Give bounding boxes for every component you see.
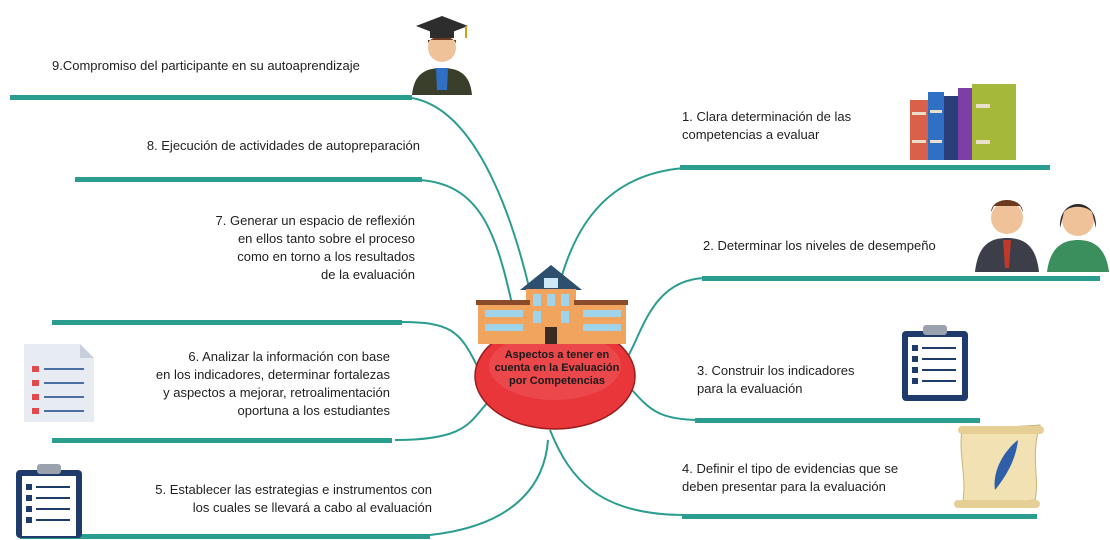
bar-6 — [52, 438, 392, 443]
item-5-line-2: los cuales se llevará a cabo al evaluaci… — [192, 500, 432, 515]
item-3-line-2: para la evaluación — [697, 381, 803, 396]
clipboard-checklist-icon-2 — [16, 464, 82, 538]
item-4-line-1: 4. Definir el tipo de evidencias que se — [682, 461, 899, 476]
center-highlight — [489, 332, 621, 400]
bar-9 — [10, 95, 412, 100]
item-7-line-2: en ellos tanto sobre el proceso — [237, 231, 415, 246]
scroll-quill-icon — [954, 424, 1044, 508]
bar-3 — [695, 418, 980, 423]
item-1-line-2: competencias a evaluar — [682, 127, 820, 142]
bar-5 — [20, 534, 430, 539]
curve-7 — [399, 321, 479, 369]
graduate-icon — [412, 16, 472, 95]
item-6-line-1: 6. Analizar la información con base — [188, 349, 390, 364]
clipboard-checklist-icon — [902, 325, 968, 401]
curve-5 — [429, 439, 549, 536]
item-9-label: 9.Compromiso del participante en su auto… — [52, 57, 360, 75]
curve-4 — [549, 429, 686, 516]
item-1-line-1: 1. Clara determinación de las — [682, 109, 852, 124]
item-5-line-1: 5. Establecer las estrategias e instrume… — [155, 482, 432, 497]
item-2-line-1: 2. Determinar los niveles de desempeño — [703, 238, 936, 253]
item-6-line-4: oportuna a los estudiantes — [237, 403, 391, 418]
center-line-3: por Competencias — [509, 375, 605, 387]
bar-1 — [680, 165, 1050, 170]
curve-3 — [631, 389, 701, 421]
item-3-line-1: 3. Construir los indicadores — [697, 363, 855, 378]
books-icon — [910, 84, 1016, 160]
item-9-line-1: 9.Compromiso del participante en su auto… — [52, 58, 360, 73]
item-8-label: 8. Ejecución de actividades de autoprepa… — [147, 137, 420, 155]
item-8-line-1: 8. Ejecución de actividades de autoprepa… — [146, 138, 420, 153]
center-line-1: Aspectos a tener en — [504, 349, 610, 361]
business-people-icon — [975, 200, 1109, 272]
item-7-line-3: como en torno a los resultados — [237, 249, 415, 264]
item-3-label: 3. Construir los indicadores para la eva… — [697, 362, 855, 398]
item-4-label: 4. Definir el tipo de evidencias que se … — [682, 460, 898, 496]
item-4-line-2: deben presentar para la evaluación — [682, 479, 886, 494]
item-6-line-2: en los indicadores, determinar fortaleza… — [155, 367, 390, 382]
item-6-line-3: y aspectos a mejorar, retroalimentación — [163, 385, 390, 400]
item-6-label: 6. Analizar la información con base en l… — [156, 348, 390, 420]
item-5-label: 5. Establecer las estrategias e instrume… — [155, 481, 432, 517]
document-checklist-icon — [24, 344, 94, 422]
bar-7 — [52, 320, 402, 325]
bar-8 — [75, 177, 422, 182]
bar-2 — [702, 276, 1100, 281]
branch-bars — [10, 95, 1100, 539]
center-line-2: cuenta en la Evaluación — [494, 362, 620, 374]
item-7-line-1: 7. Generar un espacio de reflexión — [215, 213, 415, 228]
curve-6 — [394, 399, 491, 441]
item-2-label: 2. Determinar los niveles de desempeño — [703, 237, 936, 255]
center-topic: Aspectos a tener en cuenta en la Evaluac… — [476, 349, 638, 388]
item-1-label: 1. Clara determinación de las competenci… — [682, 108, 851, 144]
school-building-icon — [476, 265, 628, 344]
item-7-label: 7. Generar un espacio de reflexión en el… — [216, 212, 415, 284]
item-7-line-4: de la evaluación — [321, 267, 415, 282]
bar-4 — [682, 514, 1037, 519]
